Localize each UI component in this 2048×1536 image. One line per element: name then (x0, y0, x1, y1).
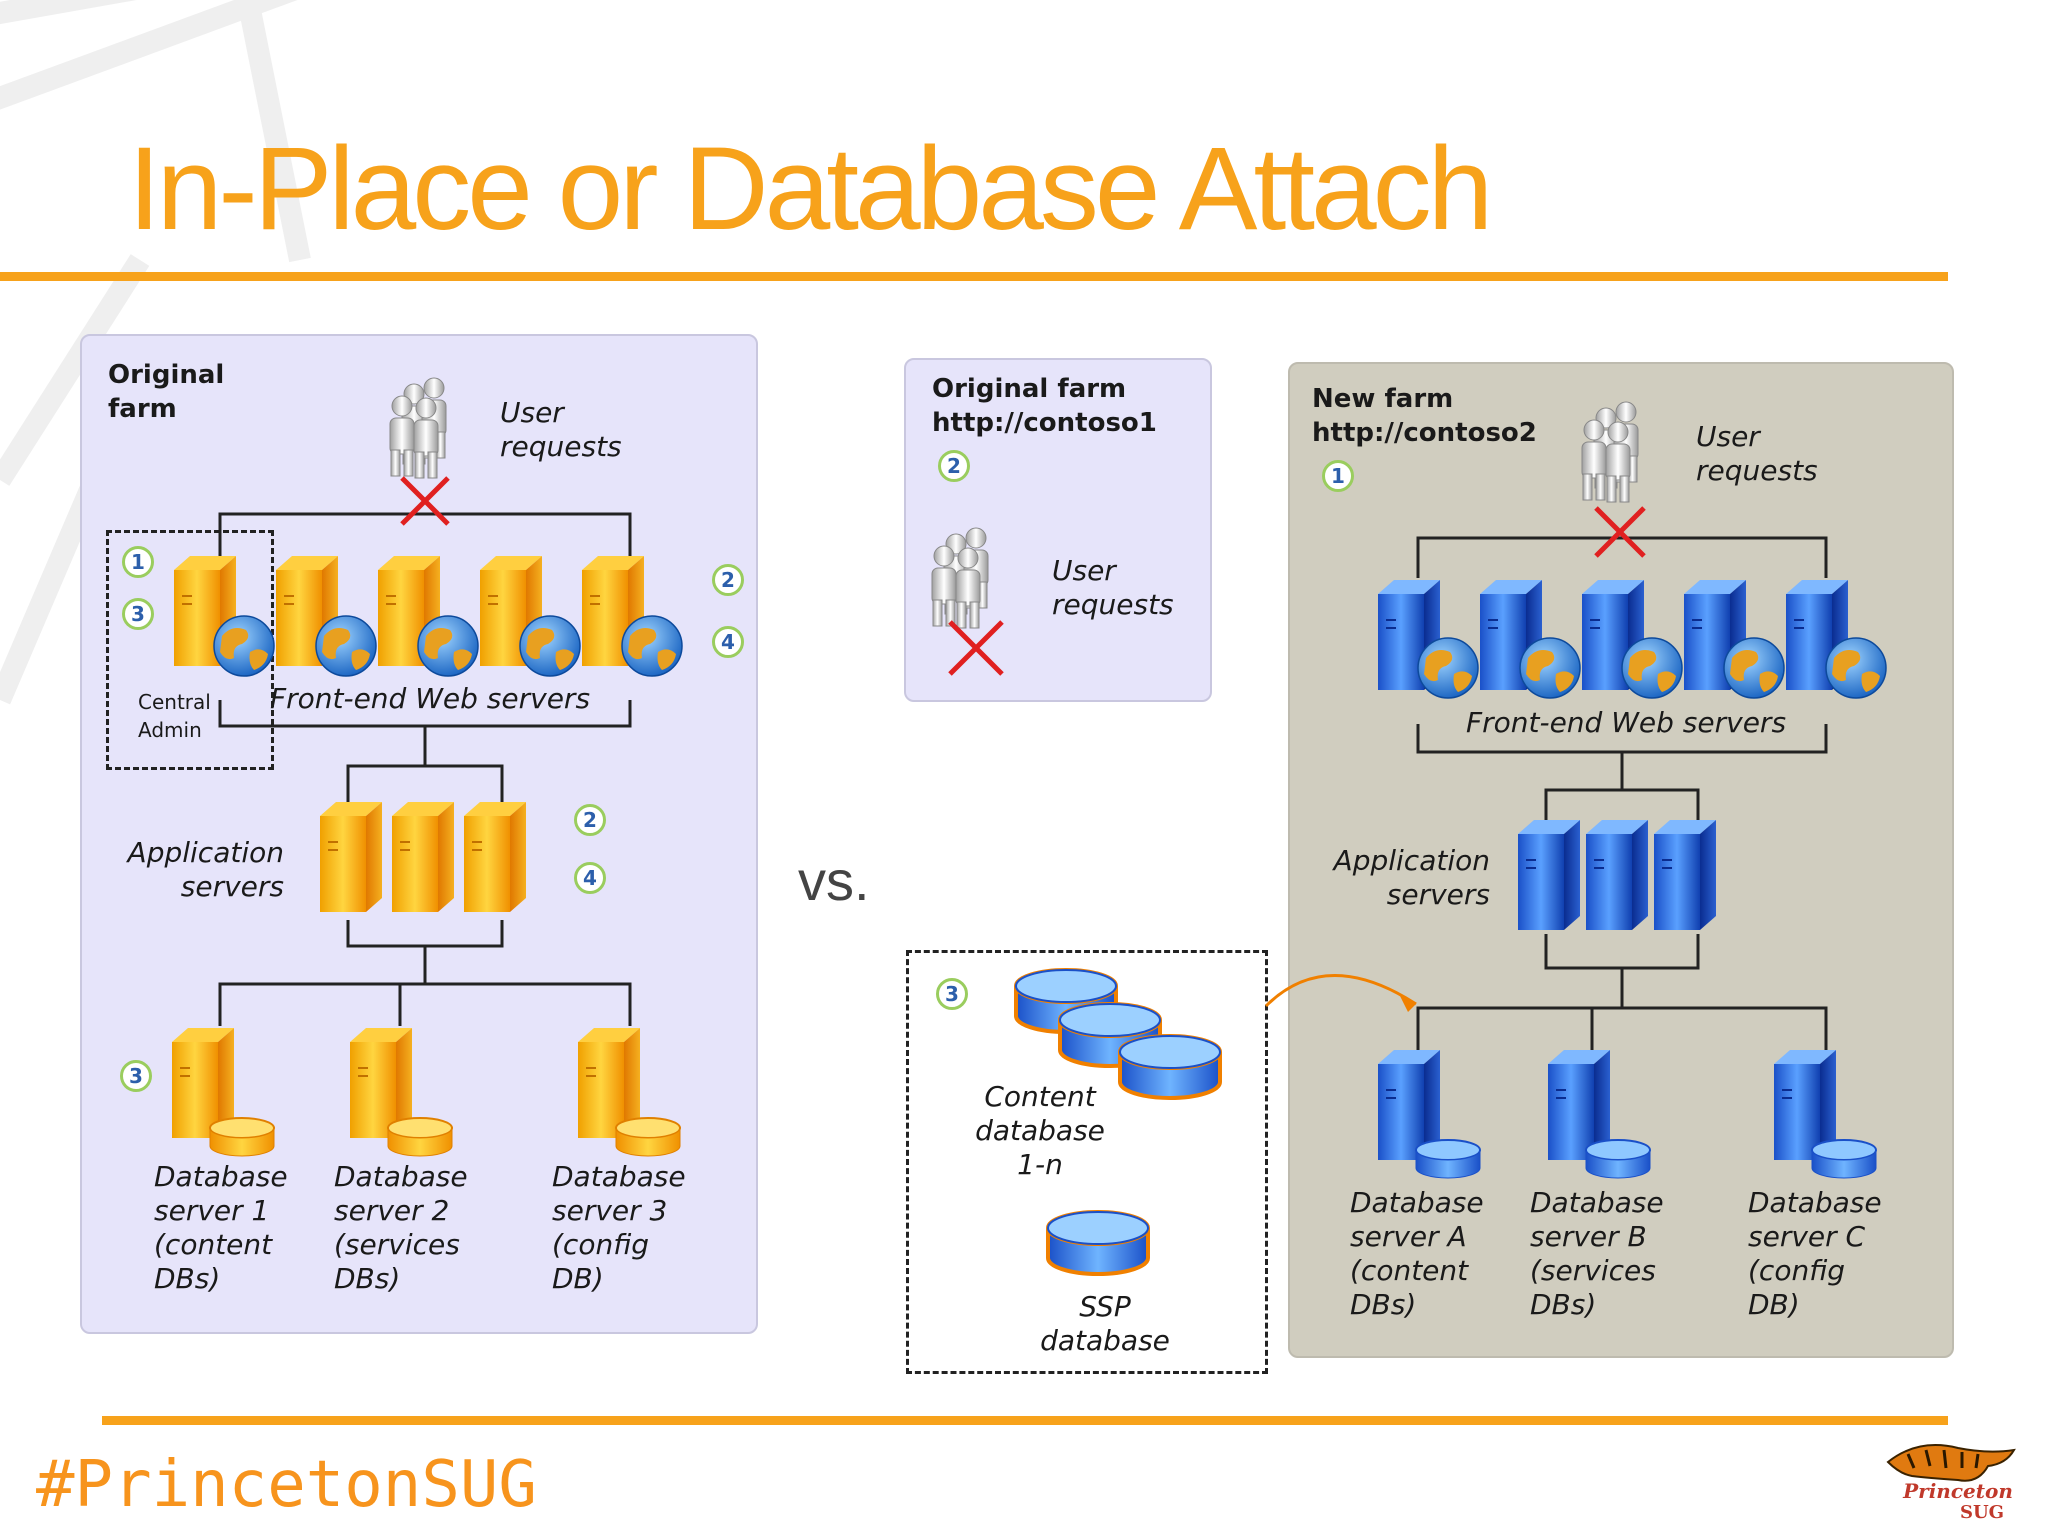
hashtag-label: #PrincetonSUG (36, 1448, 537, 1522)
tiger-logo-icon: Princeton SUG (1886, 1444, 2016, 1522)
front-end-web-servers-label: Front-end Web servers (1466, 706, 1787, 739)
step-badge: 2 (938, 450, 970, 482)
title-underline (0, 272, 1948, 281)
database-attach-box (906, 950, 1268, 1374)
step-badge: 1 (1322, 460, 1354, 492)
front-end-web-servers-label: Front-end Web servers (270, 682, 591, 715)
svg-text:SUG: SUG (1960, 1502, 2004, 1522)
step-badge: 3 (120, 1060, 152, 1092)
footer-rule (102, 1416, 1948, 1425)
step-badge: 1 (122, 546, 154, 578)
svg-text:Princeton: Princeton (1902, 1479, 2013, 1503)
slide-title: In-Place or Database Attach (128, 123, 1493, 255)
original-farm-contoso1-panel (904, 358, 1212, 702)
versus-label: vs. (798, 849, 870, 912)
step-badge: 2 (712, 564, 744, 596)
step-badge: 3 (936, 978, 968, 1010)
step-badge: 3 (122, 598, 154, 630)
step-badge: 4 (712, 626, 744, 658)
step-badge: 2 (574, 804, 606, 836)
step-badge: 4 (574, 862, 606, 894)
